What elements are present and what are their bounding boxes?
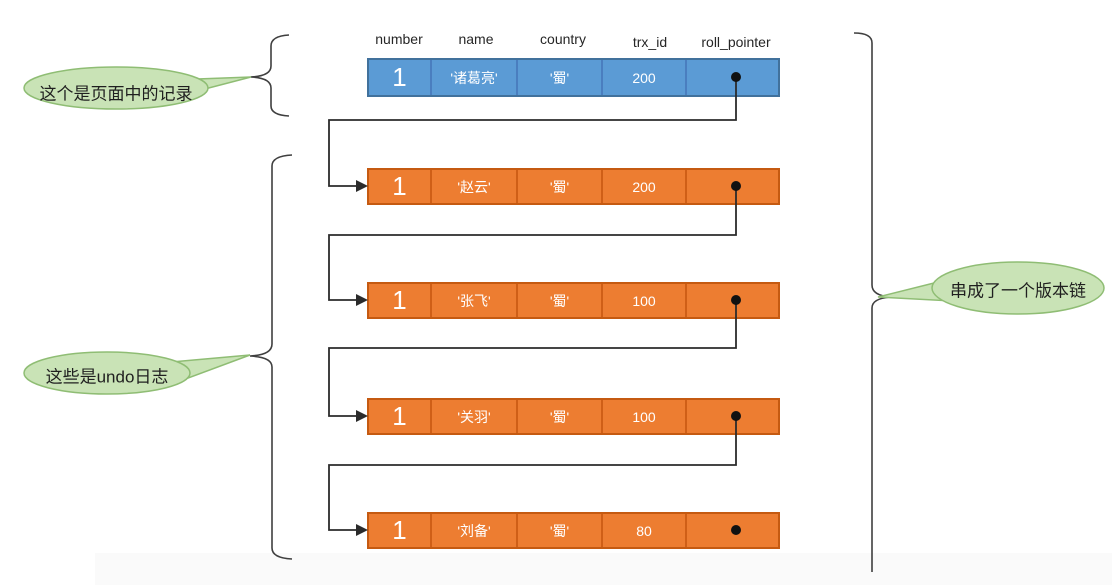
arrowhead-icon [356,180,368,192]
page-record-note: 这个是页面中的记录 [39,84,193,104]
cell-trx-id: 100 [603,284,687,317]
pointer-connector-2 [328,186,737,301]
cell-number: 1 [369,284,432,317]
pointer-connector-1 [328,77,737,187]
footer-watermark-strip [95,553,1112,585]
version-chain-note: 串成了一个版本链 [950,281,1086,301]
column-header-trx-id: trx_id [632,34,668,50]
roll-pointer-dot [731,181,741,191]
cell-name: '张飞' [432,284,518,317]
pointer-connector-4 [328,416,737,531]
cell-number: 1 [369,400,432,433]
column-header-name: name [458,31,494,47]
cell-name: '赵云' [432,170,518,203]
cell-name: '诸葛亮' [432,60,518,95]
arrowhead-icon [356,294,368,306]
undo-logs-bubble [23,351,191,395]
undo-row-3: 1 '关羽' '蜀' 100 [367,398,780,435]
column-header-country: country [540,31,586,47]
cell-number: 1 [369,170,432,203]
roll-pointer-dot [731,295,741,305]
pointer-connector-3 [328,300,737,417]
cell-trx-id: 80 [603,514,687,547]
arrowhead-icon [356,524,368,536]
cell-country: '蜀' [518,60,603,95]
page-record-brace [250,34,290,117]
undo-logs-note: 这些是undo日志 [45,367,169,387]
version-chain-brace [853,32,893,572]
cell-country: '蜀' [518,170,603,203]
cell-name: '刘备' [432,514,518,547]
undo-row-1: 1 '赵云' '蜀' 200 [367,168,780,205]
version-chain-bubble [931,261,1105,315]
cell-trx-id: 200 [603,60,687,95]
column-header-number: number [375,31,423,47]
arrowhead-icon [356,410,368,422]
roll-pointer-dot [731,411,741,421]
page-record-bubble [23,66,209,110]
undo-logs-brace [249,154,293,560]
cell-trx-id: 100 [603,400,687,433]
undo-row-2: 1 '张飞' '蜀' 100 [367,282,780,319]
undo-row-4: 1 '刘备' '蜀' 80 [367,512,780,549]
cell-country: '蜀' [518,400,603,433]
cell-trx-id: 200 [603,170,687,203]
cell-number: 1 [369,60,432,95]
page-record-row: 1 '诸葛亮' '蜀' 200 [367,58,780,97]
roll-pointer-dot [731,525,741,535]
cell-number: 1 [369,514,432,547]
cell-name: '关羽' [432,400,518,433]
roll-pointer-dot [731,72,741,82]
column-header-roll-pointer: roll_pointer [701,34,771,50]
cell-country: '蜀' [518,514,603,547]
cell-country: '蜀' [518,284,603,317]
